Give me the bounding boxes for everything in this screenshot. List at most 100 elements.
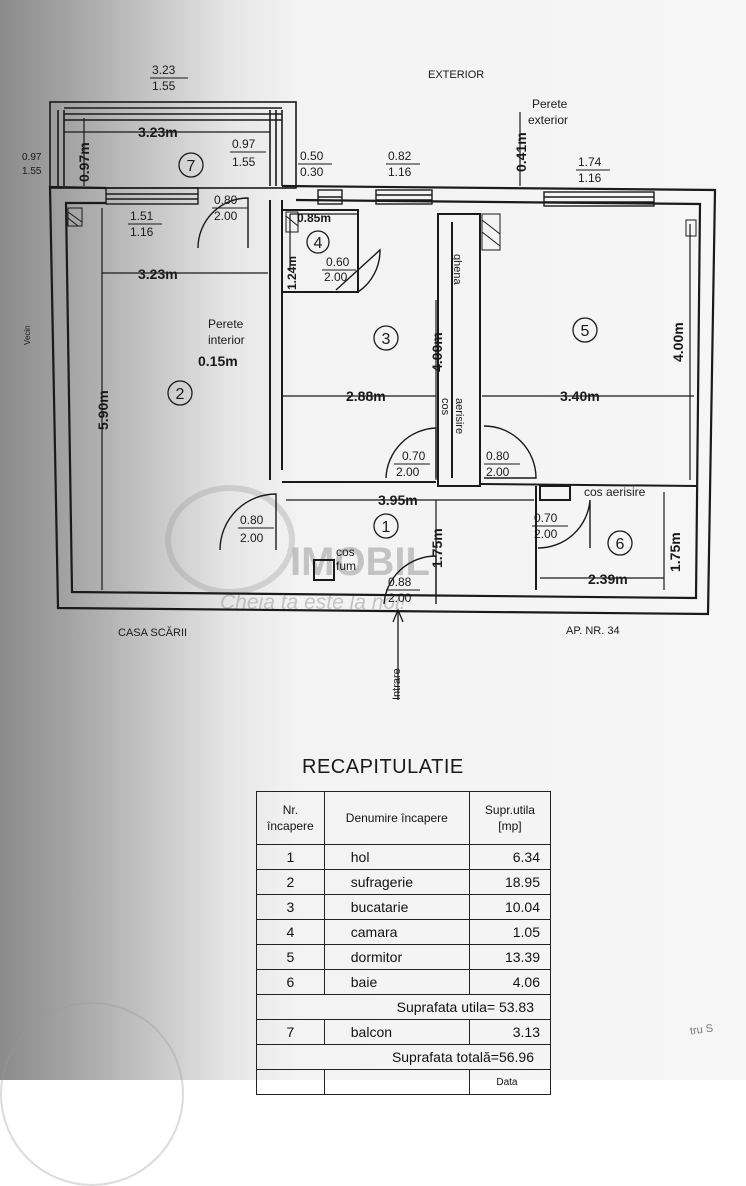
- bedroom-door-den: 2.00: [486, 465, 510, 479]
- balcony-top-num: 3.23: [152, 63, 176, 77]
- room-4-number: 4: [314, 235, 323, 252]
- dim-bath-width: 2.39m: [588, 571, 628, 587]
- kitchen-window-den: 1.16: [388, 165, 412, 179]
- row-area: 1.05: [468, 919, 552, 945]
- bedroom-window-num: 1.74: [578, 155, 602, 169]
- windows: [105, 187, 655, 207]
- balcony-window-den: 1.55: [232, 155, 256, 169]
- living-door-num: 0.80: [240, 513, 264, 527]
- row-name: dormitor: [323, 944, 470, 970]
- entrance-door-den: 2.00: [388, 591, 412, 605]
- balcony-door-num: 0.80: [214, 193, 238, 207]
- dimension-lines: [64, 112, 694, 596]
- room-3-number: 3: [382, 331, 391, 348]
- room-markers: [167, 152, 633, 556]
- living-window-num: 1.51: [130, 209, 154, 223]
- recap-header-row: Nr. încapere Denumire încapere Supr.util…: [256, 791, 552, 845]
- header-name-text: Denumire încapere: [345, 811, 448, 825]
- exterior-wall-label-2: exterior: [528, 113, 568, 127]
- chimney-label-2: fum: [336, 559, 356, 573]
- dim-bath-depth: 1.75m: [667, 532, 683, 572]
- staircase-label: CASA SCĂRII: [118, 626, 187, 639]
- dim-hall-width: 3.95m: [378, 492, 418, 508]
- dim-pantry-width: 0.85m: [297, 211, 331, 225]
- dim-living-depth: 5.90m: [95, 390, 111, 430]
- balcony-window-num: 0.97: [232, 137, 256, 151]
- watermark-slogan: Cheia ta este la noi!: [220, 591, 406, 614]
- room-7-marker: [178, 152, 204, 178]
- dim-hall-depth: 1.75m: [429, 528, 445, 568]
- vent-bath-label: cos aerisire: [584, 485, 646, 499]
- header-area-line1: Supr.utila: [484, 803, 535, 817]
- row-name: sufragerie: [323, 869, 470, 895]
- bedroom-window-den: 1.16: [578, 171, 602, 185]
- recap-title: RECAPITULATIE: [302, 756, 464, 778]
- stamp-seal: [0, 1002, 184, 1186]
- row-nr: 5: [256, 944, 325, 970]
- partial-row: Data: [256, 1069, 552, 1095]
- row-area: 3.13: [468, 1019, 552, 1045]
- bath-door-den: 2.00: [534, 527, 558, 541]
- kitchen-window-num: 0.82: [388, 149, 412, 163]
- dim-pantry-depth: 1.24m: [285, 256, 299, 290]
- room-5-marker: [572, 317, 598, 343]
- header-area: Supr.utila [mp]: [468, 791, 552, 845]
- bedroom-door-num: 0.80: [486, 449, 510, 463]
- kitchen-door-den: 2.00: [396, 465, 420, 479]
- row-nr: 3: [256, 894, 325, 920]
- room-1-number: 1: [382, 519, 391, 536]
- row-name: hol: [323, 844, 470, 870]
- chimney-label-1: cos: [336, 545, 355, 559]
- vertical-note: Vecin: [23, 325, 32, 345]
- balcony: [49, 101, 297, 189]
- dim-balcony-depth: 0.97m: [76, 142, 92, 182]
- room-5-number: 5: [581, 323, 590, 340]
- exterior-label: EXTERIOR: [428, 69, 484, 81]
- entrance-door-num: 0.88: [388, 575, 412, 589]
- floor-plan: IMOBIL Cheia ta este la noi!: [22, 63, 717, 700]
- interior-walls: [269, 200, 697, 590]
- room-4-marker: [306, 230, 330, 254]
- header-area-line2: [mp]: [498, 819, 522, 833]
- room-3-marker: [373, 325, 399, 351]
- dim-kitchen-depth: 4.00m: [429, 332, 445, 372]
- row-area: 13.39: [468, 944, 552, 970]
- ghena-label: ghena: [451, 254, 463, 285]
- living-door-den: 2.00: [240, 531, 264, 545]
- row-name: bucatarie: [323, 894, 470, 920]
- living-window-den: 1.16: [130, 225, 154, 239]
- balcony-top-den: 1.55: [152, 79, 176, 93]
- row-name: camara: [323, 919, 470, 945]
- partial-date: Data: [468, 1069, 552, 1095]
- room-6-number: 6: [616, 536, 625, 553]
- row-area: 6.34: [468, 844, 552, 870]
- entrance-arrow: [392, 608, 404, 700]
- useful-total-row: Suprafata utila= 53.83: [256, 994, 551, 1020]
- room-1-marker: [373, 513, 399, 539]
- balcony-door-den: 2.00: [214, 209, 238, 223]
- useful-total: Suprafata utila= 53.83: [256, 994, 551, 1020]
- header-nr: Nr. încapere: [256, 791, 325, 845]
- partial-cell: [323, 1069, 470, 1095]
- room-7-number: 7: [187, 158, 196, 175]
- room-2-number: 2: [176, 386, 185, 403]
- row-nr: 4: [256, 919, 325, 945]
- row-nr: 6: [256, 969, 325, 995]
- entrance-label: Intrare: [391, 668, 403, 700]
- balcony-side-num: 0.97: [22, 152, 42, 163]
- dim-exterior-wall: 0.41m: [513, 132, 529, 172]
- interior-wall-label-1: Perete: [208, 317, 244, 331]
- row-nr: 1: [256, 844, 325, 870]
- room-6-marker: [607, 530, 633, 556]
- recap-table: Nr. încapere Denumire încapere Supr.util…: [256, 791, 552, 1095]
- balcony-side-den: 1.55: [22, 166, 42, 177]
- pantry-window-den: 0.30: [300, 165, 324, 179]
- dim-living-width: 3.23m: [138, 266, 178, 282]
- vent-kitchen-label-2: aerisire: [453, 398, 465, 434]
